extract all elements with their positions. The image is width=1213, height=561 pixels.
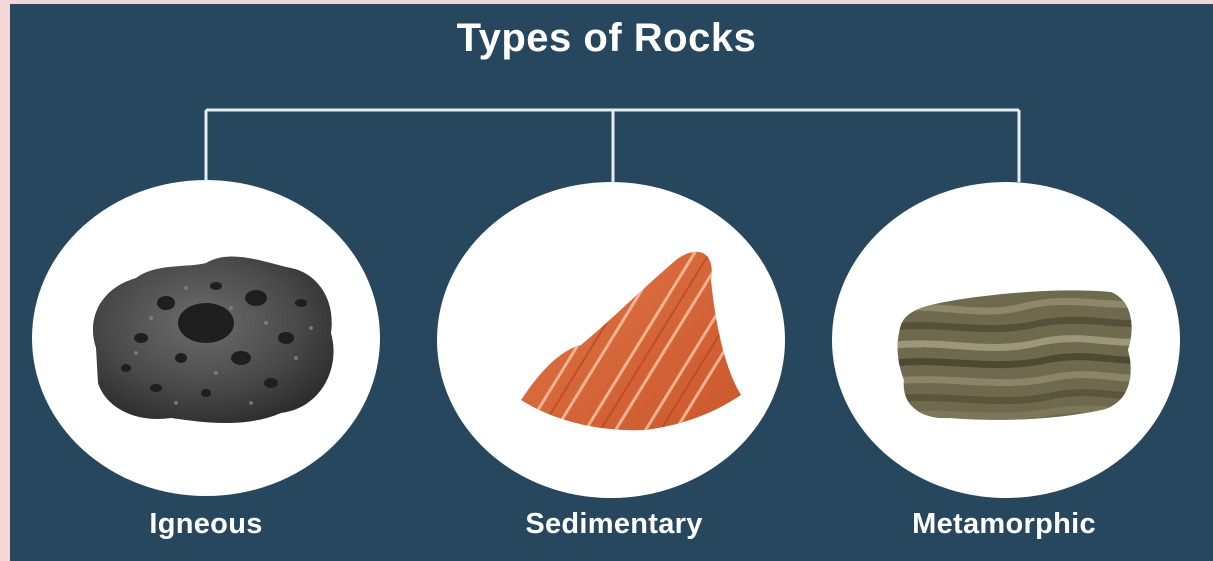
sedimentary-circle — [437, 182, 785, 498]
metamorphic-rock-image — [856, 210, 1156, 470]
sedimentary-rock-image — [461, 210, 761, 470]
igneous-rock-image — [56, 208, 356, 468]
metamorphic-label: Metamorphic — [824, 508, 1184, 541]
igneous-label: Igneous — [26, 508, 386, 541]
sedimentary-label: Sedimentary — [434, 508, 794, 541]
metamorphic-circle — [832, 182, 1180, 498]
igneous-circle — [32, 180, 380, 496]
